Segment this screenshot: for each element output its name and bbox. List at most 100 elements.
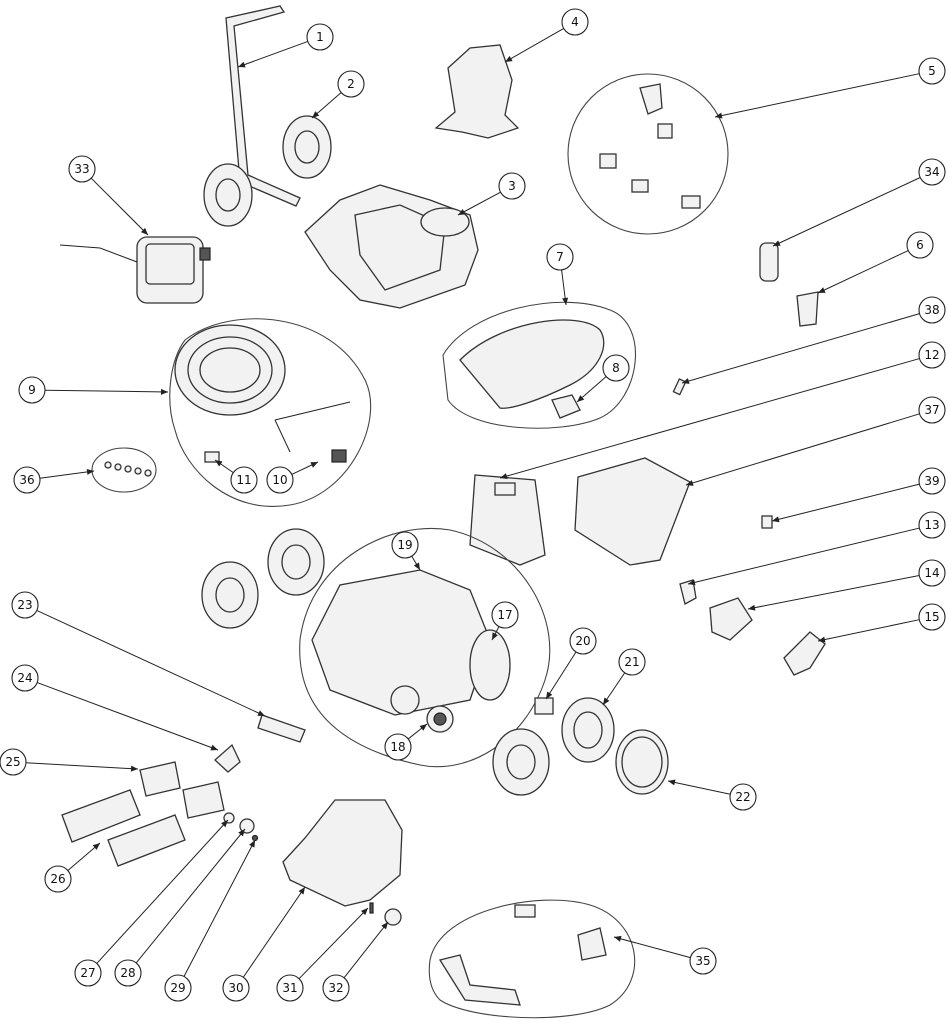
callout-number-31: 31 <box>282 981 297 995</box>
callout-bubble-12 <box>918 341 946 369</box>
leader-line-6 <box>817 250 909 294</box>
leader-arrow-8 <box>577 395 585 402</box>
callout-bubble-7 <box>546 243 574 271</box>
callout-bubble-36 <box>13 466 41 494</box>
callout-number-24: 24 <box>17 671 32 685</box>
leader-line-3 <box>457 191 501 216</box>
callout-number-34: 34 <box>924 165 939 179</box>
callout-bubble-17 <box>491 601 519 629</box>
leader-arrow-2 <box>312 111 320 118</box>
part-bumper-kit <box>428 899 636 1019</box>
leader-arrow-19 <box>413 562 420 570</box>
part-floating-cable <box>169 318 372 507</box>
callout-bubble-19 <box>391 531 419 559</box>
callout-number-2: 2 <box>347 77 355 91</box>
leader-arrow-30 <box>298 887 305 895</box>
callout-bubble-34 <box>918 158 946 186</box>
part-filter-basket <box>574 457 691 566</box>
leader-arrow-5 <box>715 112 723 119</box>
leader-arrow-4 <box>505 55 513 62</box>
leader-arrow-36 <box>86 468 94 475</box>
leader-line-33 <box>90 177 149 236</box>
leader-arrow-39 <box>772 516 780 523</box>
callout-number-36: 36 <box>19 473 34 487</box>
part-cover-latch <box>551 394 581 419</box>
part-group-fasteners <box>567 73 729 235</box>
callout-bubble-30 <box>222 974 250 1002</box>
leader-line-4 <box>504 28 564 63</box>
callout-bubble-14 <box>918 559 946 587</box>
part-top-cover <box>442 301 636 429</box>
part-chassis <box>299 528 551 768</box>
callout-bubble-22 <box>729 783 757 811</box>
callout-bubble-1 <box>306 23 334 51</box>
callout-number-11: 11 <box>236 473 251 487</box>
callout-bubble-28 <box>114 959 142 987</box>
callout-bubble-26 <box>44 865 72 893</box>
callout-bubble-35 <box>689 947 717 975</box>
leader-arrow-28 <box>238 829 245 837</box>
callout-bubble-21 <box>618 648 646 676</box>
callout-bubble-27 <box>74 959 102 987</box>
leader-line-36 <box>39 470 95 479</box>
callout-bubble-6 <box>906 231 934 259</box>
part-screw-and-gear <box>369 902 402 926</box>
leader-arrow-9 <box>160 388 168 395</box>
callout-number-4: 4 <box>571 15 579 29</box>
leader-arrow-38 <box>682 378 690 384</box>
callout-bubble-13 <box>918 511 946 539</box>
leader-line-20 <box>545 651 577 700</box>
callout-bubble-9 <box>18 376 46 404</box>
callout-bubble-29 <box>164 974 192 1002</box>
callout-bubble-11 <box>230 466 258 494</box>
part-brush-roller <box>709 597 753 641</box>
leader-line-31 <box>298 907 369 980</box>
callout-number-22: 22 <box>735 790 750 804</box>
callout-number-35: 35 <box>695 954 710 968</box>
callout-bubble-10 <box>266 466 294 494</box>
callout-number-5: 5 <box>928 64 936 78</box>
callout-number-37: 37 <box>924 403 939 417</box>
part-drive-wheel <box>492 728 550 796</box>
leader-line-13 <box>687 527 920 585</box>
callout-bubble-4 <box>561 8 589 36</box>
callout-number-3: 3 <box>508 179 516 193</box>
part-caddy-base <box>304 184 479 309</box>
leader-arrow-22 <box>668 779 676 786</box>
leader-arrow-35 <box>614 935 622 942</box>
leader-arrow-15 <box>818 636 826 643</box>
callout-number-27: 27 <box>80 966 95 980</box>
part-clamp-set <box>91 447 157 493</box>
part-motor-cap <box>783 631 826 676</box>
leader-line-32 <box>343 921 389 979</box>
leader-arrow-29 <box>249 840 255 848</box>
leader-line-1 <box>237 40 308 68</box>
leader-arrow-12 <box>500 473 508 479</box>
callout-number-28: 28 <box>120 966 135 980</box>
callout-number-15: 15 <box>924 610 939 624</box>
callout-bubble-15 <box>918 603 946 631</box>
leader-arrow-17 <box>492 632 498 640</box>
part-pin <box>672 378 687 396</box>
part-handle <box>225 5 301 207</box>
callout-bubble-2 <box>337 70 365 98</box>
callout-bubble-8 <box>602 354 630 382</box>
part-valve <box>679 579 697 605</box>
callout-bubble-3 <box>498 172 526 200</box>
callout-bubble-5 <box>918 57 946 85</box>
part-bottom-plate <box>282 799 403 907</box>
leader-line-39 <box>771 483 920 522</box>
leader-line-24 <box>37 682 219 751</box>
callout-bubble-38 <box>918 296 946 324</box>
part-brush-rollers <box>139 761 225 819</box>
callout-number-19: 19 <box>397 538 412 552</box>
callout-number-39: 39 <box>924 474 939 488</box>
leader-line-25 <box>25 762 139 770</box>
callout-bubble-32 <box>322 974 350 1002</box>
leader-arrow-24 <box>210 744 218 751</box>
callout-bubble-31 <box>276 974 304 1002</box>
callout-bubble-33 <box>68 155 96 183</box>
callout-number-8: 8 <box>612 361 620 375</box>
callout-bubble-20 <box>569 627 597 655</box>
